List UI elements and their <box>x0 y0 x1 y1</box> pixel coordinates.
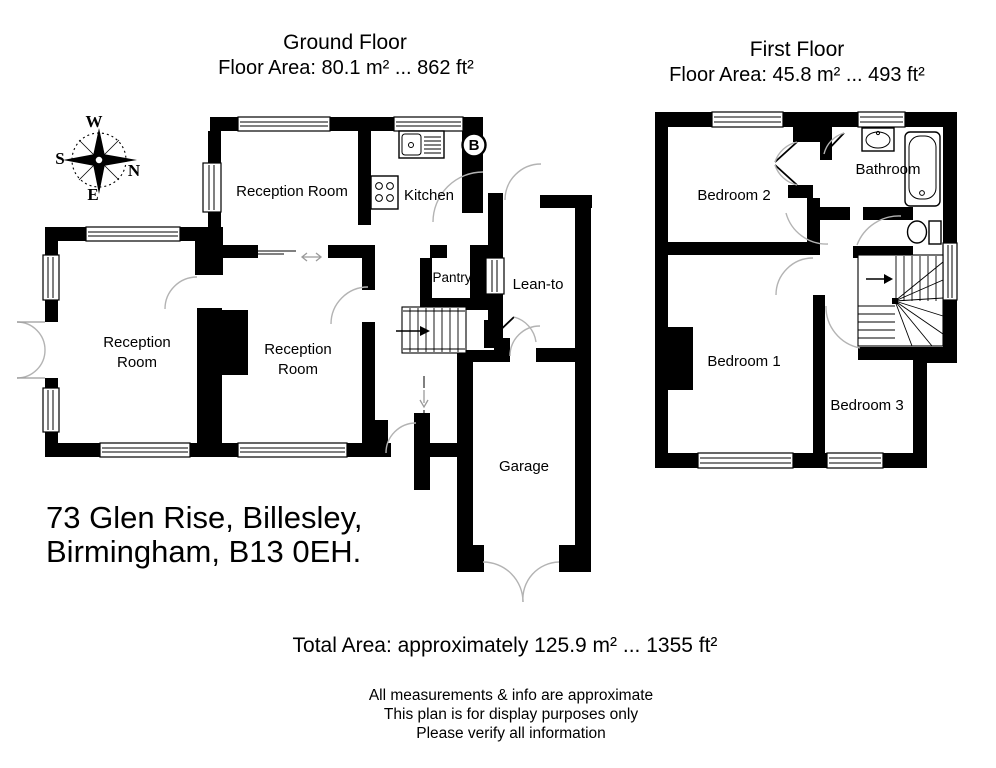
bathtub-icon <box>904 131 941 207</box>
stairs-up-arrow <box>396 326 430 336</box>
window <box>485 257 505 295</box>
ground-floor-doors <box>16 163 560 603</box>
boiler-label: B <box>469 137 480 154</box>
address-line2: Birmingham, B13 0EH. <box>46 534 361 569</box>
first-floor-doors <box>774 132 902 349</box>
room-label-bedroom2: Bedroom 2 <box>697 187 770 204</box>
first-floor-title: First Floor <box>750 38 845 61</box>
boiler-icon: B <box>461 132 487 158</box>
compass-south-label: S <box>55 149 64 168</box>
total-area-text: Total Area: approximately 125.9 m² ... 1… <box>293 634 718 657</box>
window <box>237 442 348 458</box>
room-label-reception-middle-line2: Room <box>278 361 318 378</box>
disclaimer-line1: All measurements & info are approximate <box>369 687 653 704</box>
ground-floor-windows <box>42 116 505 458</box>
room-label-reception-top: Reception Room <box>236 183 348 200</box>
window <box>237 116 331 132</box>
window <box>42 254 60 301</box>
toilet-icon <box>906 220 942 245</box>
window <box>99 442 191 458</box>
cooker-icon <box>370 175 399 210</box>
first-floor-windows <box>697 111 958 469</box>
window <box>85 226 181 242</box>
room-label-reception-left-line2: Room <box>117 354 157 371</box>
window <box>942 242 958 301</box>
compass-north-label: N <box>128 161 141 180</box>
bathroom-sink-icon <box>861 127 895 152</box>
window <box>42 387 60 433</box>
compass-east-label: E <box>87 185 98 204</box>
window <box>826 452 884 469</box>
room-label-bathroom: Bathroom <box>855 161 920 178</box>
disclaimer-line2: This plan is for display purposes only <box>384 706 638 723</box>
window <box>393 116 464 132</box>
address-line1: 73 Glen Rise, Billesley, <box>46 500 362 535</box>
ground-floor-area: Floor Area: 80.1 m² ... 862 ft² <box>218 57 474 79</box>
first-floor-staircase <box>857 254 944 347</box>
window <box>697 452 794 469</box>
ground-floor-staircase <box>396 306 467 354</box>
room-label-reception-left-line1: Reception <box>103 334 171 351</box>
room-label-reception-middle-line1: Reception <box>264 341 332 358</box>
room-label-pantry: Pantry <box>432 270 471 285</box>
room-label-garage: Garage <box>499 458 549 475</box>
stairs-up-arrow <box>866 274 893 284</box>
window <box>857 111 906 128</box>
kitchen-sink-icon <box>398 130 445 159</box>
room-label-bedroom1: Bedroom 1 <box>707 353 780 370</box>
compass-rose-icon: W S N E <box>55 112 141 204</box>
window <box>202 162 222 213</box>
compass-west-label: W <box>86 112 103 131</box>
ground-floor-title: Ground Floor <box>283 31 407 54</box>
window <box>711 111 784 128</box>
disclaimer-line3: Please verify all information <box>416 725 606 742</box>
room-label-kitchen: Kitchen <box>404 187 454 204</box>
first-floor-area: Floor Area: 45.8 m² ... 493 ft² <box>669 64 925 86</box>
room-label-bedroom3: Bedroom 3 <box>830 397 903 414</box>
room-label-lean-to: Lean-to <box>513 276 564 293</box>
